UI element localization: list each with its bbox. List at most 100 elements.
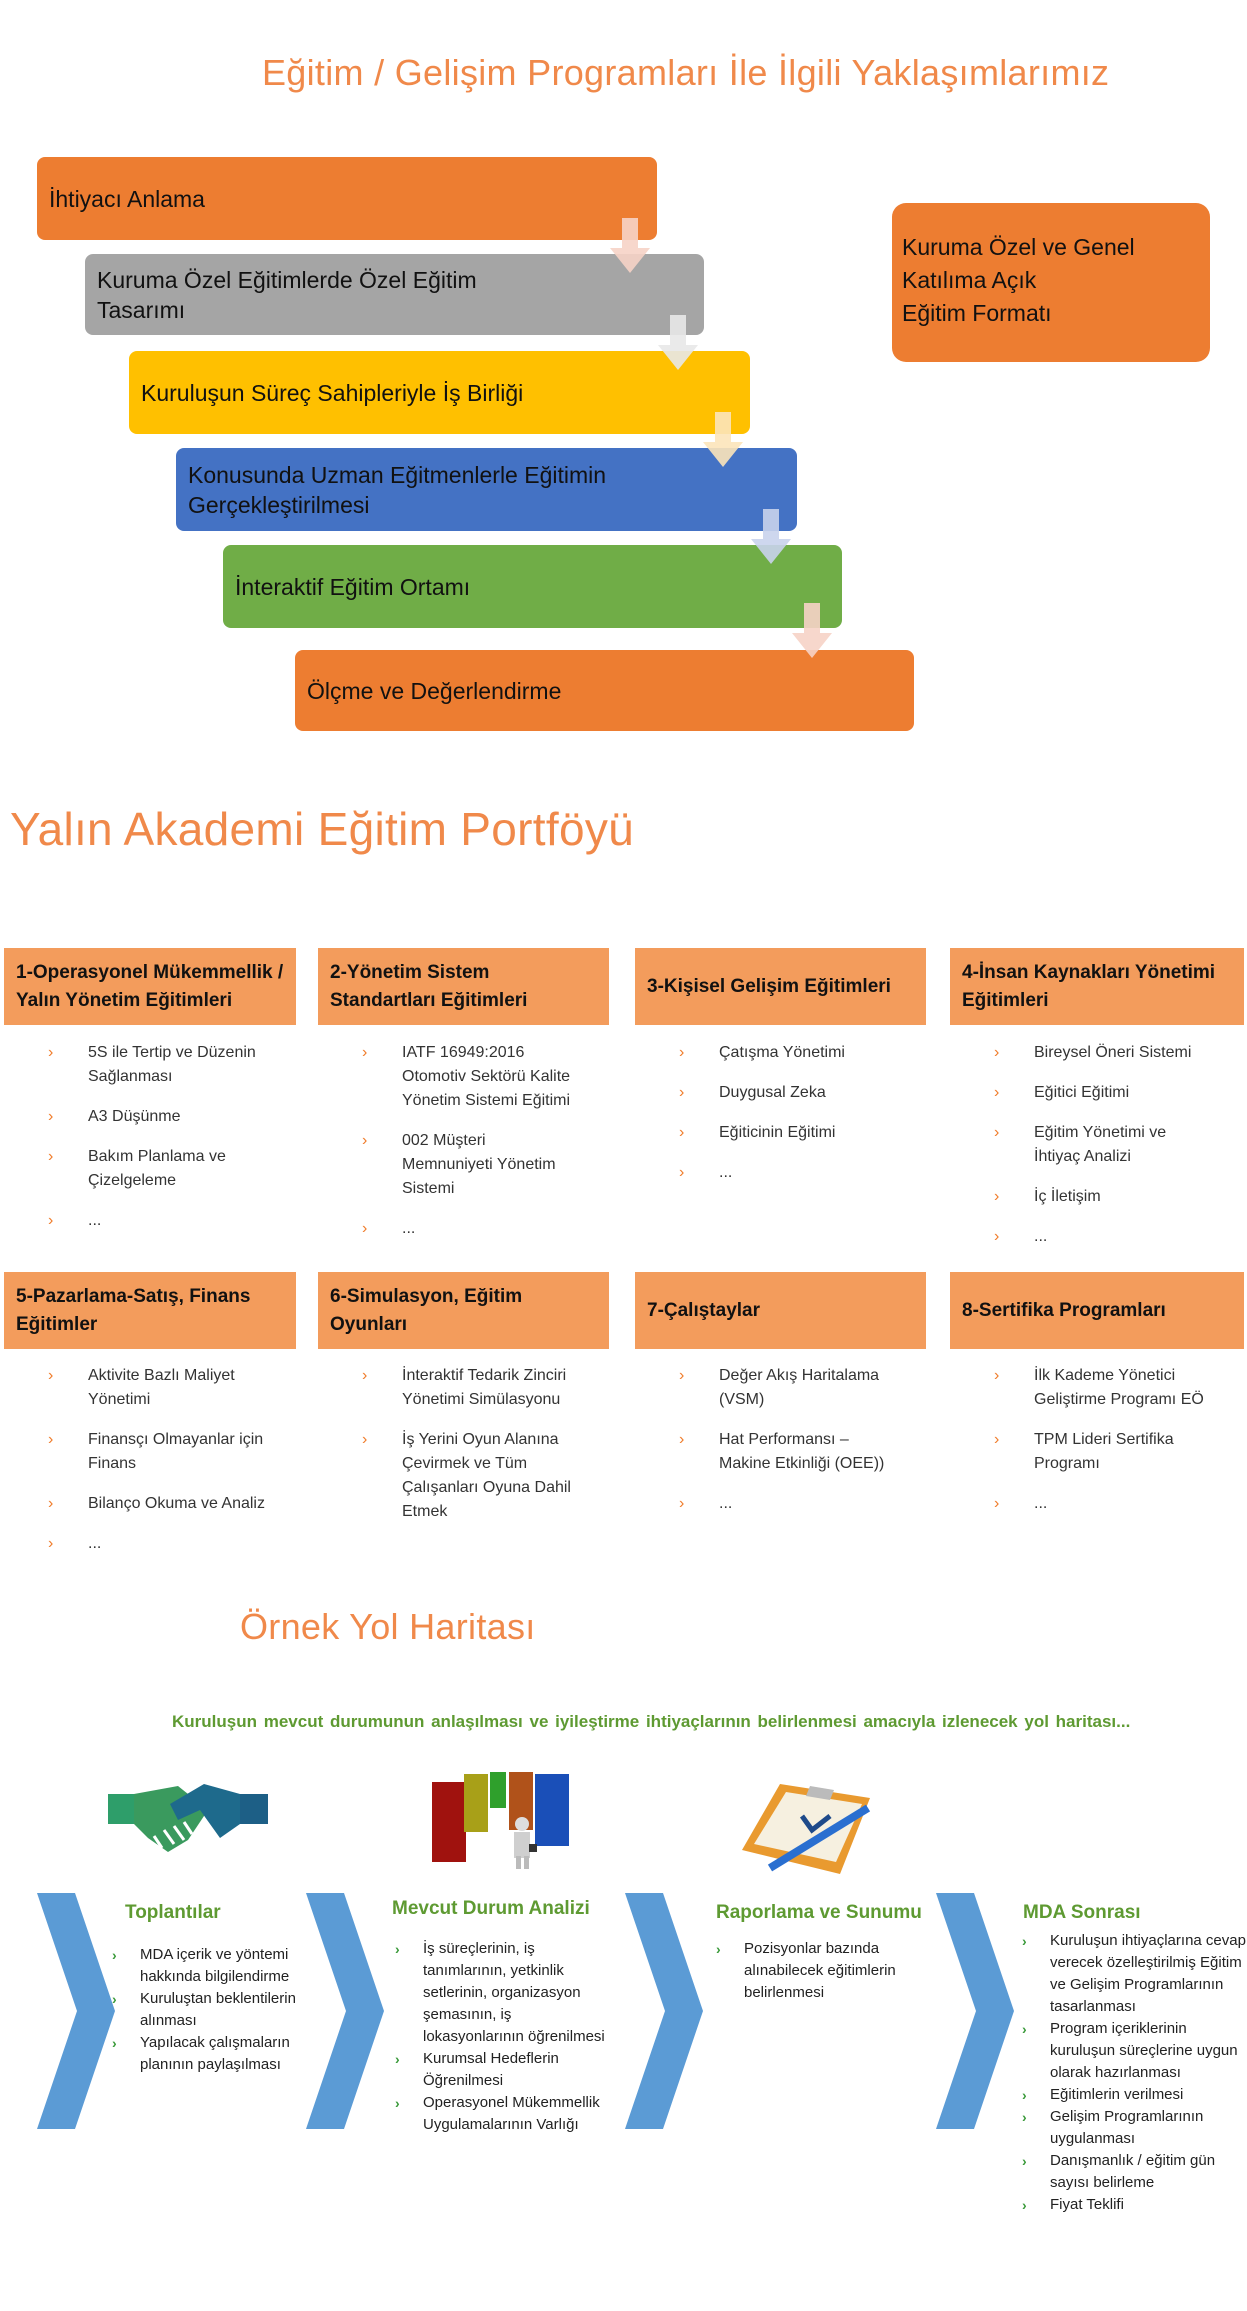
bullet-arrow-icon: › bbox=[1022, 1933, 1027, 1949]
bullet-arrow-icon: › bbox=[994, 1431, 1000, 1448]
bullet-arrow-icon: › bbox=[716, 1941, 721, 1957]
item-text: Operasyonel Mükemmellik Uygulamalarının … bbox=[423, 2094, 600, 2133]
roadmap-title: Örnek Yol Haritası bbox=[240, 1606, 536, 1647]
format-line: Eğitim Formatı bbox=[902, 300, 1052, 326]
step-1: İhtiyacı Anlama bbox=[37, 157, 657, 240]
item-text: Değer Akış Haritalama (VSM) bbox=[719, 1367, 880, 1408]
step-label: Ölçme ve Değerlendirme bbox=[307, 677, 562, 704]
category-list: ›IATF 16949:2016 Otomotiv Sektörü Kalite… bbox=[362, 1041, 572, 1257]
approach-title: Eğitim / Gelişim Programları İle İlgili … bbox=[262, 52, 1110, 93]
roadmap-subtitle: Kuruluşun mevcut durumunun anlaşılması v… bbox=[172, 1712, 1131, 1731]
category-item: ›Eğiticinin Eğitimi bbox=[679, 1121, 899, 1145]
stage-item: › Fiyat Teklifi bbox=[1022, 2194, 1247, 2216]
down-arrow-icon bbox=[703, 412, 743, 467]
category-list: › İnteraktif Tedarik Zinciri Yönetimi Sim… bbox=[362, 1364, 572, 1540]
bullet-arrow-icon: › bbox=[395, 2051, 400, 2067]
category-header: 4-İnsan Kaynakları Yönetimi Eğitimleri bbox=[950, 948, 1244, 1025]
category-header: 2-Yönetim Sistem Standartları Eğitimleri bbox=[318, 948, 609, 1025]
bullet-arrow-icon: › bbox=[48, 1431, 54, 1448]
category-item: ›Hat Performansı – Makine Etkinliği (OEE… bbox=[679, 1428, 899, 1476]
chevron-arrow-icon bbox=[936, 1893, 1014, 2129]
item-text: Duygusal Zeka bbox=[719, 1084, 826, 1101]
category-list: ›Çatışma Yönetimi›Duygusal Zeka›Eğiticin… bbox=[679, 1041, 899, 1201]
down-arrow-icon bbox=[658, 315, 698, 370]
item-text: ... bbox=[88, 1212, 102, 1229]
bullet-arrow-icon: › bbox=[679, 1367, 685, 1384]
category-item: ›... bbox=[362, 1217, 572, 1241]
item-text: Fiyat Teklifi bbox=[1050, 2196, 1124, 2213]
item-text: ... bbox=[1034, 1495, 1048, 1512]
step-label: Kuruluşun Süreç Sahipleriyle İş Birliği bbox=[141, 379, 524, 406]
stage-item: ›Eğitimlerin verilmesi bbox=[1022, 2084, 1247, 2106]
stage-list: › Pozisyonlar bazında alınabilecek eğitim… bbox=[716, 1938, 926, 2004]
stage-item: ›Program içeriklerinin kuruluşun süreçle… bbox=[1022, 2018, 1247, 2084]
bullet-arrow-icon: › bbox=[679, 1124, 685, 1141]
item-text: Bakım Planlama ve Çizelgeleme bbox=[88, 1148, 226, 1189]
down-arrow-icon bbox=[792, 603, 832, 658]
item-text: Danışmanlık / eğitim gün sayısı belirlem… bbox=[1050, 2152, 1216, 2191]
category-item: ›... bbox=[994, 1225, 1214, 1249]
category-item: › Finansçı Olmayanlar için Finans bbox=[48, 1428, 268, 1476]
item-text: ... bbox=[88, 1535, 102, 1552]
category-list: ›5S ile Tertip ve Düzenin Sağlanması›A3 … bbox=[48, 1041, 268, 1249]
item-text: 5S ile Tertip ve Düzenin Sağlanması bbox=[88, 1044, 256, 1085]
bullet-arrow-icon: › bbox=[362, 1367, 368, 1384]
bullet-arrow-icon: › bbox=[679, 1431, 685, 1448]
stage-item: ›Yapılacak çalışmaların planının paylaşı… bbox=[112, 2032, 302, 2076]
step-label: Kuruma Özel Eğitimlerde Özel Eğitim Tasa… bbox=[97, 266, 477, 323]
bullet-arrow-icon: › bbox=[48, 1044, 54, 1061]
bullet-arrow-icon: › bbox=[48, 1367, 54, 1384]
item-text: Kuruluşun ihtiyaçlarına cevap verecek öz… bbox=[1050, 1932, 1246, 2015]
step-3: Kuruluşun Süreç Sahipleriyle İş Birliği bbox=[129, 351, 750, 434]
item-text: İnteraktif Tedarik Zinciri Yönetimi Simü… bbox=[402, 1367, 567, 1408]
bullet-arrow-icon: › bbox=[362, 1044, 368, 1061]
category-header: 5-Pazarlama-Satış, Finans Eğitimler bbox=[4, 1272, 296, 1349]
bullet-arrow-icon: › bbox=[48, 1535, 54, 1552]
step-label: İhtiyacı Anlama bbox=[49, 185, 205, 212]
step-5: İnteraktif Eğitim Ortamı bbox=[223, 545, 842, 628]
bullet-arrow-icon: › bbox=[48, 1495, 54, 1512]
bullet-arrow-icon: › bbox=[112, 1947, 117, 1963]
bullet-arrow-icon: › bbox=[48, 1212, 54, 1229]
category-item: › İnteraktif Tedarik Zinciri Yönetimi Sim… bbox=[362, 1364, 572, 1412]
chevron-arrow-icon bbox=[37, 1893, 115, 2129]
stage-item: › Danışmanlık / eğitim gün sayısı belirle… bbox=[1022, 2150, 1247, 2194]
category-item: ›Aktivite Bazlı Maliyet Yönetimi bbox=[48, 1364, 268, 1412]
item-text: ... bbox=[719, 1164, 733, 1181]
bullet-arrow-icon: › bbox=[362, 1220, 368, 1237]
category-header: 3-Kişisel Gelişim Eğitimleri bbox=[635, 948, 926, 1025]
stage-heading: Mevcut Durum Analizi bbox=[392, 1898, 590, 1919]
category-list: ›İlk Kademe Yönetici Geliştirme Programı… bbox=[994, 1364, 1214, 1532]
bullet-arrow-icon: › bbox=[1022, 2153, 1027, 2169]
item-text: Eğitim Yönetimi ve İhtiyaç Analizi bbox=[1034, 1124, 1167, 1165]
stage-heading: MDA Sonrası bbox=[1023, 1902, 1141, 1923]
item-text: İç İletişim bbox=[1034, 1188, 1101, 1205]
down-arrow-icon bbox=[751, 509, 791, 564]
bullet-arrow-icon: › bbox=[362, 1132, 368, 1149]
stage-item: › Kuruluşun ihtiyaçlarına cevap verecek ö… bbox=[1022, 1930, 1247, 2018]
portfolio-title: Yalın Akademi Eğitim Portföyü bbox=[10, 803, 635, 855]
stage-item: ›İş süreçlerinin, iş tanımlarının, yetki… bbox=[395, 1938, 610, 2048]
bullet-arrow-icon: › bbox=[994, 1084, 1000, 1101]
item-text: Pozisyonlar bazında alınabilecek eğitiml… bbox=[744, 1940, 896, 2001]
category-list: › Değer Akış Haritalama (VSM) ›Hat Perform… bbox=[679, 1364, 899, 1532]
category-item: ›TPM Lideri Sertifika Programı bbox=[994, 1428, 1214, 1476]
item-text: Yapılacak çalışmaların planının paylaşıl… bbox=[140, 2034, 290, 2073]
item-text: Kurumsal Hedeflerin Öğrenilmesi bbox=[423, 2050, 559, 2089]
category-item: ›IATF 16949:2016 Otomotiv Sektörü Kalite… bbox=[362, 1041, 572, 1113]
category-header: 8-Sertifika Programları bbox=[950, 1272, 1244, 1349]
item-text: İş Yerini Oyun Alanına Çevirmek ve Tüm Ç… bbox=[402, 1431, 571, 1520]
item-text: Kuruluştan beklentilerin alınması bbox=[140, 1990, 296, 2029]
bullet-arrow-icon: › bbox=[1022, 2197, 1027, 2213]
stage-heading: Raporlama ve Sunumu bbox=[716, 1902, 922, 1923]
chevron-arrow-icon bbox=[306, 1893, 384, 2129]
item-text: ... bbox=[402, 1220, 416, 1237]
item-text: Finansçı Olmayanlar için Finans bbox=[88, 1431, 264, 1472]
bullet-arrow-icon: › bbox=[994, 1044, 1000, 1061]
item-text: MDA içerik ve yöntemi hakkında bilgilend… bbox=[140, 1946, 290, 1985]
step-6: Ölçme ve Değerlendirme bbox=[295, 650, 914, 731]
stage-item: ›Kuruluştan beklentilerin alınması bbox=[112, 1988, 302, 2032]
category-item: ›Bireysel Öneri Sistemi bbox=[994, 1041, 1214, 1065]
item-text: Bilanço Okuma ve Analiz bbox=[88, 1495, 265, 1512]
bullet-arrow-icon: › bbox=[395, 1941, 400, 1957]
